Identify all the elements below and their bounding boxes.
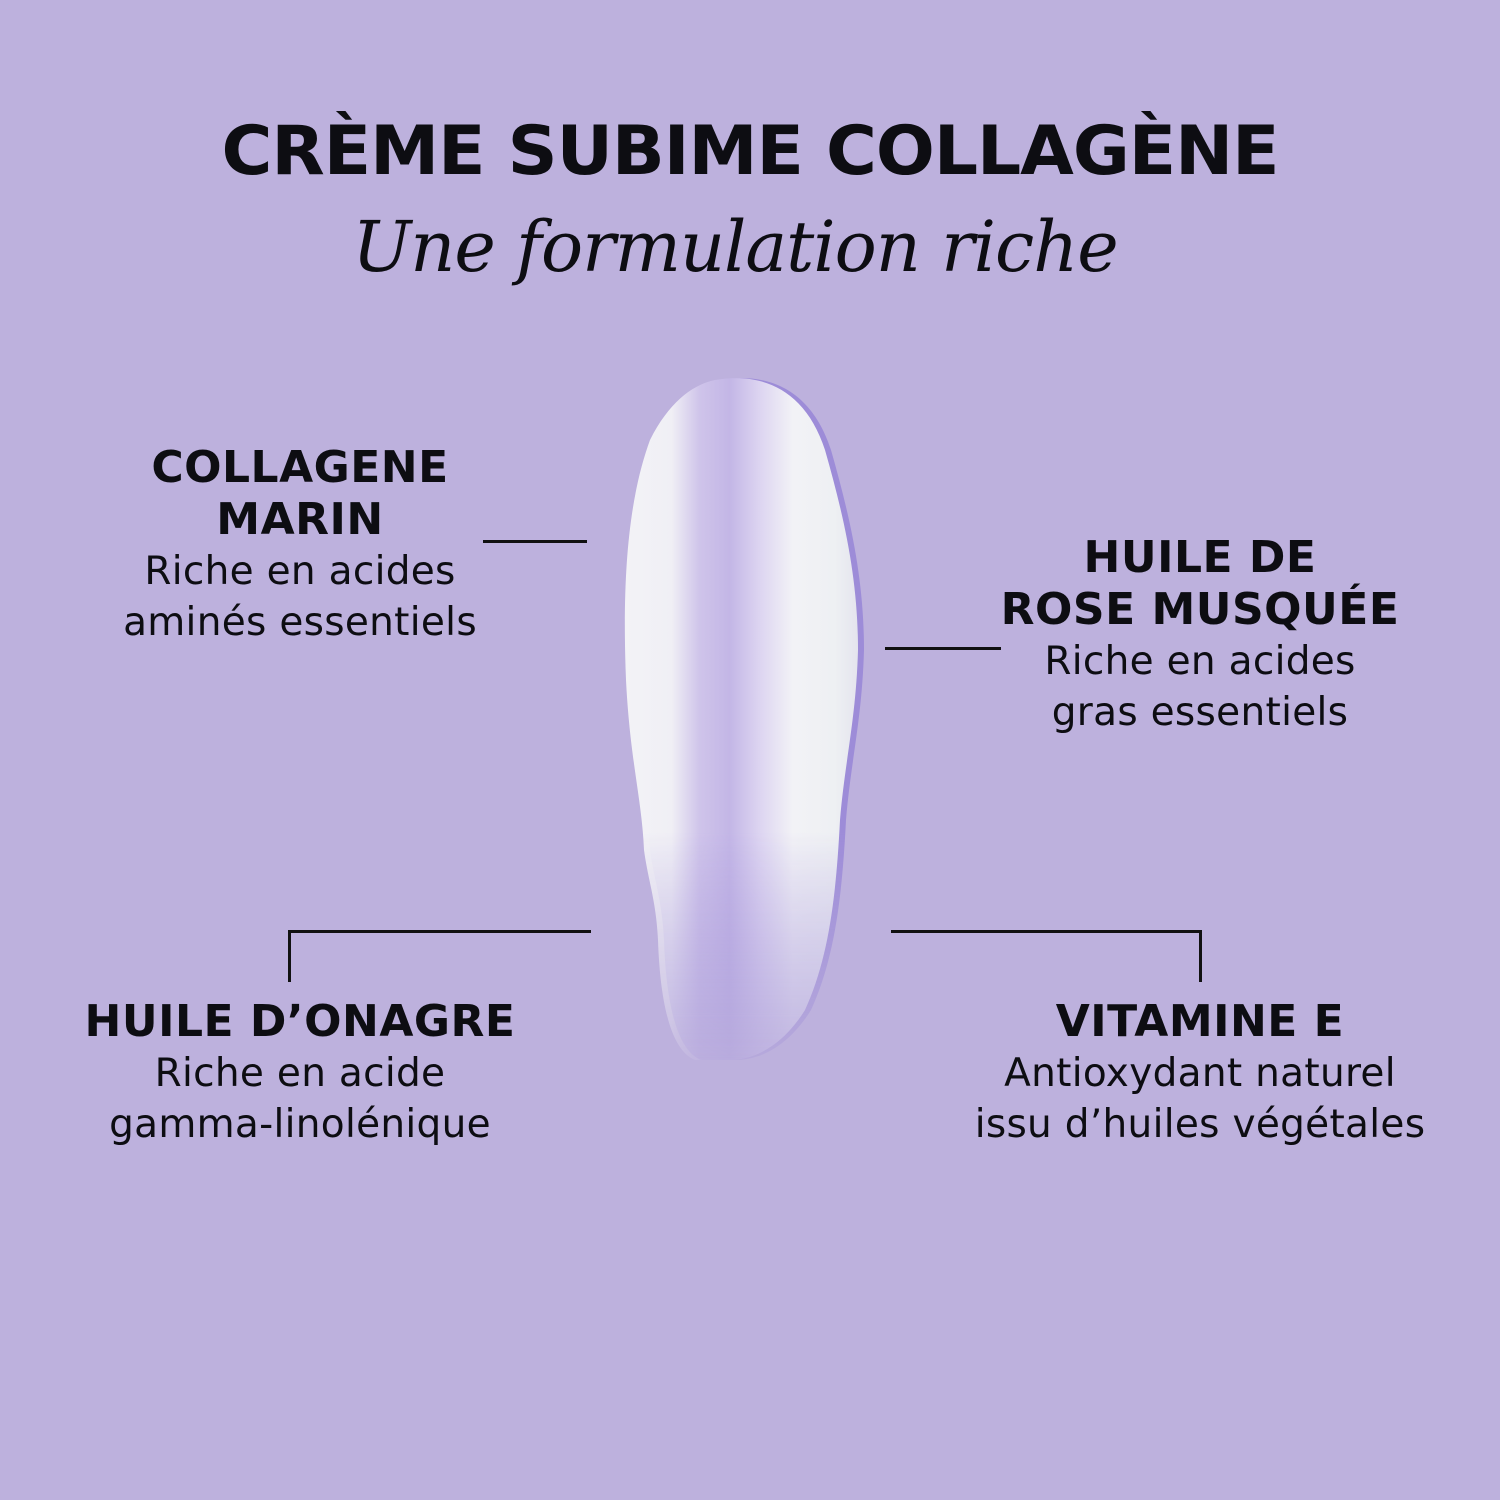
name-line: ROSE MUSQUÉE: [1000, 584, 1400, 635]
name-line: MARIN: [216, 494, 384, 545]
connector-line-collagene: [483, 540, 587, 543]
name-line: HUILE D’ONAGRE: [84, 996, 516, 1047]
desc-line: gamma-linolénique: [109, 1102, 491, 1147]
name-line: HUILE DE: [1083, 532, 1317, 583]
connector-bracket-vitamine-v: [1199, 930, 1202, 982]
connector-bracket-onagre-h: [288, 930, 591, 933]
ingredient-collagene-marin: COLLAGENE MARIN Riche en acides aminés e…: [60, 442, 540, 648]
ingredient-name: COLLAGENE MARIN: [60, 442, 540, 546]
desc-line: Riche en acide: [154, 1051, 446, 1096]
connector-bracket-onagre-v: [288, 930, 291, 982]
ingredient-name: HUILE D’ONAGRE: [40, 996, 560, 1048]
ingredient-vitamine-e: VITAMINE E Antioxydant naturel issu d’hu…: [940, 996, 1460, 1150]
ingredient-huile-onagre: HUILE D’ONAGRE Riche en acide gamma-lino…: [40, 996, 560, 1150]
desc-line: Antioxydant naturel: [1004, 1051, 1396, 1096]
connector-bracket-vitamine-h: [891, 930, 1202, 933]
desc-line: Riche en acides: [144, 549, 456, 594]
ingredient-description: Riche en acides aminés essentiels: [60, 546, 540, 648]
ingredient-huile-rose-musquee: HUILE DE ROSE MUSQUÉE Riche en acides gr…: [960, 532, 1440, 738]
desc-line: issu d’huiles végétales: [974, 1102, 1426, 1147]
page-title: CRÈME SUBIME COLLAGÈNE: [221, 112, 1280, 191]
ingredient-description: Riche en acides gras essentiels: [960, 636, 1440, 738]
desc-line: Riche en acides: [1044, 639, 1356, 684]
connector-line-rose: [885, 647, 1001, 650]
ingredient-description: Antioxydant naturel issu d’huiles végéta…: [940, 1048, 1460, 1150]
ingredient-name: VITAMINE E: [940, 996, 1460, 1048]
desc-line: aminés essentiels: [123, 600, 477, 645]
ingredient-description: Riche en acide gamma-linolénique: [40, 1048, 560, 1150]
cream-swatch-image: [600, 360, 900, 1124]
desc-line: gras essentiels: [1051, 690, 1349, 735]
name-line: VITAMINE E: [1055, 996, 1345, 1047]
ingredient-name: HUILE DE ROSE MUSQUÉE: [960, 532, 1440, 636]
page-subtitle: Une formulation riche: [352, 206, 1118, 288]
name-line: COLLAGENE: [151, 442, 449, 493]
